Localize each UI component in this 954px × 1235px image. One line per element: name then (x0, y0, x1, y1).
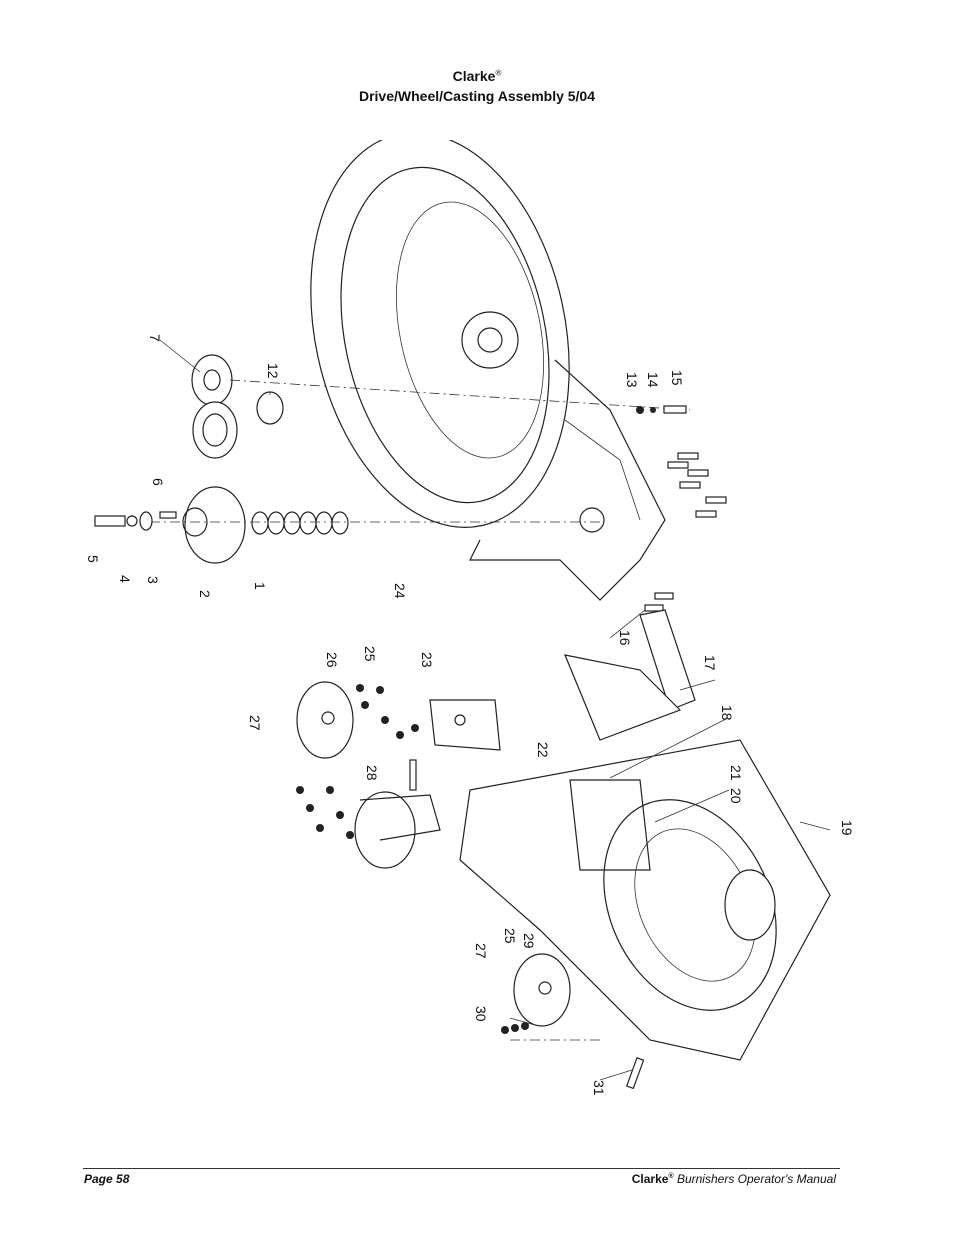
callout-label: 6 (150, 478, 166, 486)
footer-brand: Clarke (631, 1172, 669, 1186)
callout-label: 3 (145, 576, 161, 584)
callout-label: 5 (85, 555, 101, 563)
callout-label: 16 (617, 630, 633, 646)
bolt-part-5 (94, 515, 126, 527)
wheel-part-27-lower (513, 953, 571, 1027)
plate-part-17 (639, 609, 696, 711)
callout-label: 4 (117, 575, 133, 583)
callout-label: 27 (247, 715, 263, 731)
footer-manual-name: Burnishers Operator's Manual (673, 1172, 836, 1186)
bolt-set-13-15 (636, 405, 687, 414)
hardware-nuts (296, 684, 419, 839)
loose-bolts (644, 452, 727, 612)
axle-part-28 (409, 759, 417, 791)
caster-wheel-assembly (354, 791, 441, 869)
key-part-6 (159, 511, 177, 519)
footer-divider (83, 1168, 840, 1169)
pulley-part-7 (191, 354, 238, 459)
callout-label: 14 (645, 372, 661, 388)
callout-label: 22 (535, 742, 551, 758)
callout-label: 25 (502, 928, 518, 944)
wheel-part-27 (296, 681, 354, 759)
callout-label: 21 (728, 765, 744, 781)
page-title: Drive/Wheel/Casting Assembly 5/04 (358, 88, 596, 104)
callout-label: 20 (728, 788, 744, 804)
callout-label: 27 (473, 943, 489, 959)
hub-part-2 (182, 486, 246, 564)
washer-stack-part-1 (251, 511, 349, 535)
callout-label: 29 (521, 933, 537, 949)
drive-housing (310, 140, 666, 601)
callout-label: 24 (392, 583, 408, 599)
bracket-part-16 (564, 654, 682, 741)
exploded-parts-diagram: 1 2 3 4 5 6 7 12 13 14 15 16 17 18 19 20… (85, 140, 855, 1096)
callout-label: 7 (147, 334, 163, 342)
registered-mark: ® (495, 68, 502, 78)
brand-name: Clarke (452, 68, 496, 84)
caster-casting-part-19 (459, 739, 831, 1061)
callout-label: 13 (624, 372, 640, 388)
callout-label: 19 (839, 820, 855, 836)
callout-label: 12 (265, 363, 281, 379)
callout-label: 28 (364, 765, 380, 781)
manual-title: Clarke® Burnishers Operator's Manual (632, 1172, 836, 1186)
callout-label: 26 (324, 652, 340, 668)
callout-label: 30 (473, 1006, 489, 1022)
callout-label: 18 (719, 705, 735, 721)
lockwasher-part-4 (126, 515, 138, 527)
page-number: Page 58 (84, 1172, 130, 1186)
nut-set-30 (501, 1022, 529, 1034)
callout-label: 31 (591, 1080, 607, 1096)
callout-label: 1 (252, 582, 268, 590)
pin-part-31 (625, 1057, 645, 1090)
callout-label: 25 (362, 646, 378, 662)
footer-registered-mark: ® (668, 1173, 674, 1180)
washer-part-3 (139, 511, 153, 531)
bushing-part-12 (256, 391, 284, 425)
callout-label: 17 (702, 655, 718, 671)
callout-label: 23 (419, 652, 435, 668)
callout-label: 2 (197, 590, 213, 598)
caster-bracket-part-23 (429, 699, 501, 751)
callout-label: 15 (669, 370, 685, 386)
brand-heading: Clarke® (0, 68, 954, 84)
